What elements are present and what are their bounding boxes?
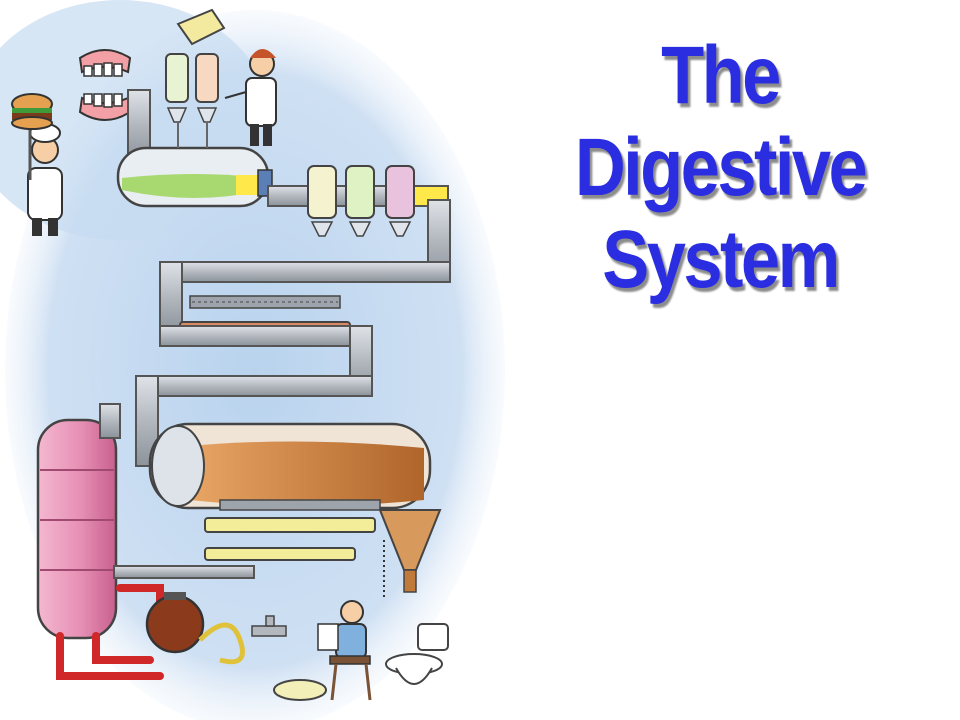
pink-storage-tank xyxy=(36,403,121,640)
bowl xyxy=(273,679,327,701)
title-line-3: System xyxy=(602,214,840,305)
scientist-figure xyxy=(224,49,277,146)
stomach-tank xyxy=(116,146,273,208)
title-line-1: The xyxy=(661,30,781,121)
red-pipes xyxy=(56,584,164,680)
small-intestine-pipe xyxy=(159,261,451,283)
toilet-icon xyxy=(385,623,449,685)
title-line-2: Digestive xyxy=(574,122,868,213)
reading-man-figure xyxy=(317,600,372,701)
absorption-tray-lower xyxy=(204,499,381,561)
digestive-machine-illustration xyxy=(0,0,505,720)
chef-figure xyxy=(27,118,63,236)
slide-title: The Digestive System xyxy=(548,30,892,306)
pump xyxy=(145,592,245,665)
large-intestine-drum xyxy=(148,422,432,510)
enzyme-flasks-top xyxy=(165,8,226,148)
enzyme-flasks-middle xyxy=(307,165,415,237)
faucet-icon xyxy=(251,615,287,637)
burger-icon xyxy=(11,93,53,130)
rectum-funnel xyxy=(378,509,442,593)
